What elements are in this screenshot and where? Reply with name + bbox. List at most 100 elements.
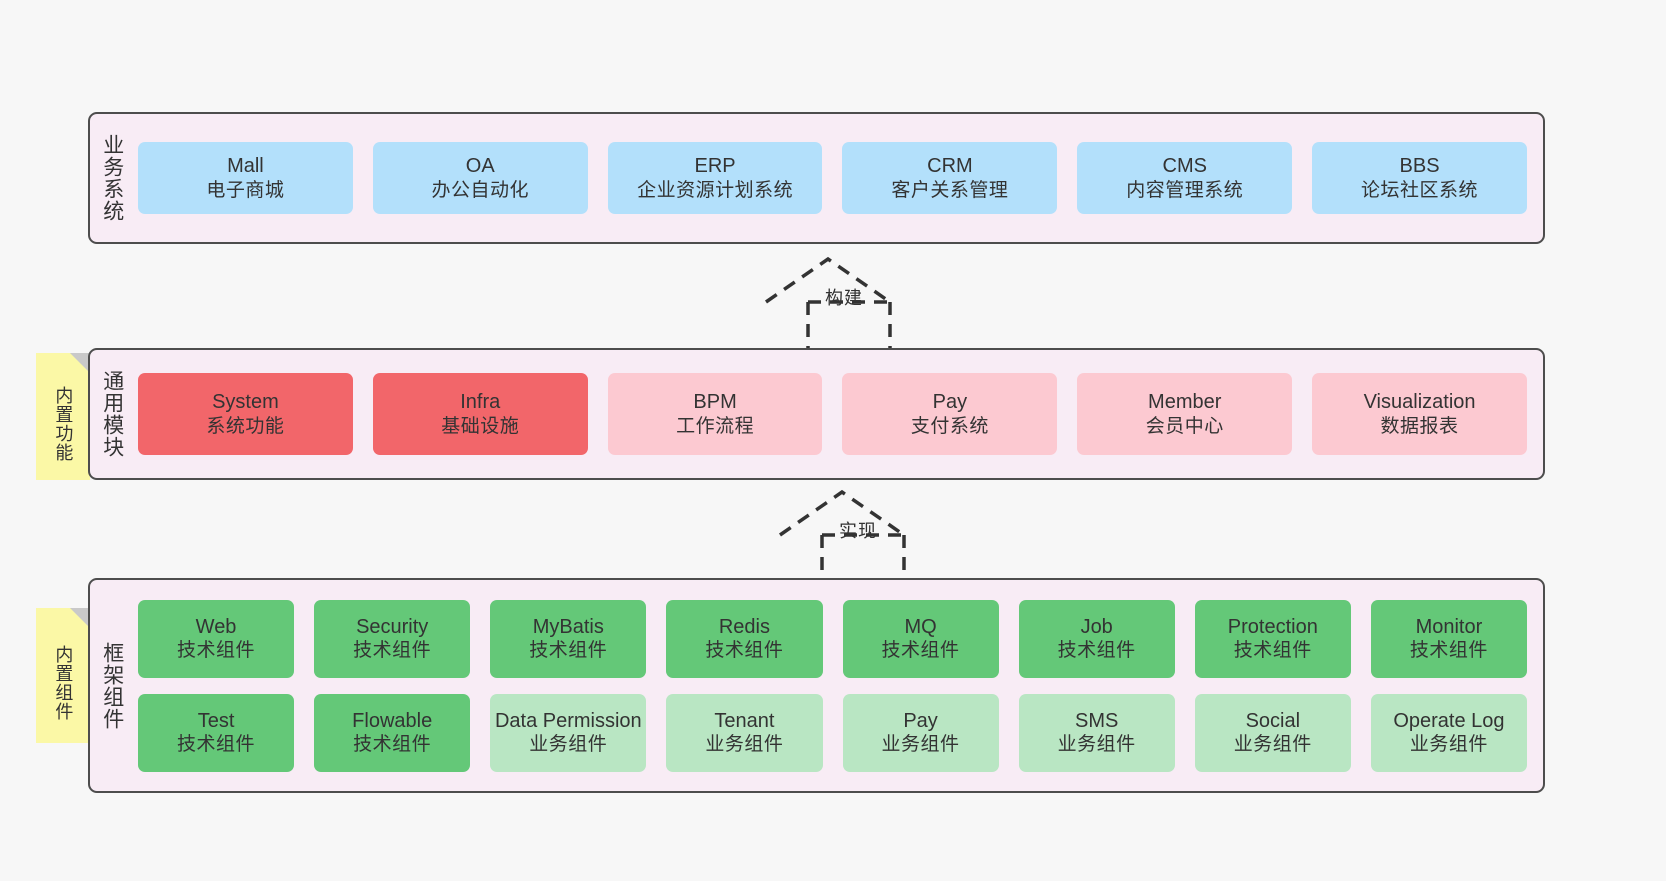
- card-monitor[interactable]: Monitor 技术组件: [1370, 599, 1527, 678]
- card-tenant[interactable]: Tenant 业务组件: [666, 693, 823, 772]
- card-bbs[interactable]: BBS 论坛社区系统: [1312, 142, 1527, 214]
- card-subtitle: 支付系统: [910, 415, 989, 437]
- card-title: MQ: [904, 615, 937, 638]
- card-sms[interactable]: SMS 业务组件: [1018, 693, 1175, 772]
- card-subtitle: 技术组件: [1233, 640, 1312, 662]
- connector-label: 实现: [839, 521, 877, 541]
- card-subtitle: 基础设施: [441, 415, 520, 437]
- card-flowable[interactable]: Flowable 技术组件: [314, 693, 471, 772]
- card-subtitle: 技术组件: [177, 640, 256, 662]
- card-subtitle: 办公自动化: [431, 179, 529, 201]
- card-social[interactable]: Social 业务组件: [1194, 693, 1351, 772]
- layer-label-common-modules: 通用模块: [100, 370, 124, 458]
- card-subtitle: 客户关系管理: [891, 179, 1009, 201]
- card-subtitle: 技术组件: [177, 734, 256, 756]
- card-title: Tenant: [714, 709, 775, 732]
- layer-body-business-systems: Mall 电子商城 OA 办公自动化 ERP 企业资源计划系统 CRM 客户关系…: [134, 114, 1543, 242]
- card-member[interactable]: Member 会员中心: [1077, 373, 1293, 455]
- card-title: Social: [1245, 709, 1301, 732]
- card-title: Pay: [903, 709, 938, 732]
- card-subtitle: 数据报表: [1380, 415, 1459, 437]
- card-subtitle: 技术组件: [529, 640, 608, 662]
- card-title: Redis: [718, 615, 770, 638]
- card-mq[interactable]: MQ 技术组件: [842, 599, 999, 678]
- layer-business-systems[interactable]: 业务系统 Mall 电子商城 OA 办公自动化 ERP 企业资源计划系统 CRM…: [88, 112, 1545, 244]
- card-subtitle: 业务组件: [1057, 734, 1136, 756]
- card-title: Monitor: [1415, 615, 1483, 638]
- card-erp[interactable]: ERP 企业资源计划系统: [607, 142, 823, 214]
- card-pay-business[interactable]: Pay 业务组件: [842, 693, 999, 772]
- card-subtitle: 内容管理系统: [1126, 179, 1244, 201]
- card-visualization[interactable]: Visualization 数据报表: [1312, 373, 1527, 455]
- card-subtitle: 技术组件: [881, 640, 960, 662]
- card-oa[interactable]: OA 办公自动化: [372, 142, 588, 214]
- card-subtitle: 业务组件: [705, 734, 784, 756]
- card-job[interactable]: Job 技术组件: [1018, 599, 1175, 678]
- sticky-note-label: 内置功能: [53, 385, 74, 462]
- card-subtitle: 业务组件: [881, 734, 960, 756]
- card-pay[interactable]: Pay 支付系统: [842, 373, 1058, 455]
- card-title: Pay: [932, 391, 968, 414]
- card-subtitle: 工作流程: [676, 415, 755, 437]
- sticky-note-builtin-components: 内置组件: [36, 608, 90, 743]
- card-row: System 系统功能 Infra 基础设施 BPM 工作流程 Pay 支付系统…: [138, 373, 1527, 455]
- connector-build: 构建: [744, 250, 944, 360]
- card-subtitle: 业务组件: [1409, 734, 1488, 756]
- layer-label-business-systems: 业务系统: [100, 134, 124, 222]
- card-row: Test 技术组件 Flowable 技术组件 Data Permission …: [138, 693, 1527, 772]
- layer-label-framework-components: 框架组件: [100, 641, 124, 730]
- card-redis[interactable]: Redis 技术组件: [666, 599, 823, 678]
- sticky-note-builtin-features: 内置功能: [36, 353, 90, 480]
- card-title: Operate Log: [1393, 709, 1505, 732]
- card-subtitle: 业务组件: [1233, 734, 1312, 756]
- card-subtitle: 技术组件: [1057, 640, 1136, 662]
- card-title: Visualization: [1363, 391, 1476, 414]
- card-title: Test: [197, 709, 235, 732]
- card-mybatis[interactable]: MyBatis 技术组件: [490, 599, 647, 678]
- card-test[interactable]: Test 技术组件: [138, 693, 295, 772]
- card-title: Web: [195, 615, 237, 638]
- layer-body-framework-components: Web 技术组件 Security 技术组件 MyBatis 技术组件 Redi…: [134, 580, 1543, 791]
- card-subtitle: 技术组件: [1409, 640, 1488, 662]
- card-title: Protection: [1227, 615, 1318, 638]
- card-subtitle: 技术组件: [353, 640, 432, 662]
- card-title: Mall: [227, 155, 264, 178]
- card-title: BBS: [1399, 155, 1440, 178]
- card-title: SMS: [1075, 709, 1119, 732]
- card-title: Job: [1080, 615, 1113, 638]
- connector-realize: 实现: [758, 483, 958, 593]
- card-subtitle: 论坛社区系统: [1361, 179, 1479, 201]
- card-title: System: [212, 391, 279, 414]
- layer-framework-components[interactable]: 框架组件 Web 技术组件 Security 技术组件 MyBatis 技术组件…: [88, 578, 1545, 793]
- sticky-note-label: 内置组件: [53, 644, 74, 721]
- card-crm[interactable]: CRM 客户关系管理: [842, 142, 1058, 214]
- card-cms[interactable]: CMS 内容管理系统: [1077, 142, 1293, 214]
- card-subtitle: 业务组件: [529, 734, 608, 756]
- card-subtitle: 电子商城: [206, 179, 285, 201]
- card-operate-log[interactable]: Operate Log 业务组件: [1370, 693, 1527, 772]
- card-title: CMS: [1162, 155, 1207, 178]
- card-subtitle: 企业资源计划系统: [637, 179, 794, 201]
- card-title: Data Permission: [494, 709, 642, 732]
- card-title: Flowable: [352, 709, 433, 732]
- card-security[interactable]: Security 技术组件: [314, 599, 471, 678]
- card-title: Member: [1148, 391, 1222, 414]
- card-infra[interactable]: Infra 基础设施: [372, 373, 588, 455]
- card-subtitle: 系统功能: [206, 415, 285, 437]
- card-title: OA: [465, 155, 495, 178]
- card-bpm[interactable]: BPM 工作流程: [607, 373, 823, 455]
- card-data-permission[interactable]: Data Permission 业务组件: [490, 693, 647, 772]
- card-system[interactable]: System 系统功能: [138, 373, 353, 455]
- connector-label: 构建: [825, 288, 863, 308]
- card-row: Web 技术组件 Security 技术组件 MyBatis 技术组件 Redi…: [138, 599, 1527, 678]
- card-subtitle: 技术组件: [705, 640, 784, 662]
- card-web[interactable]: Web 技术组件: [138, 599, 295, 678]
- layer-common-modules[interactable]: 通用模块 System 系统功能 Infra 基础设施 BPM 工作流程 Pay…: [88, 348, 1545, 480]
- card-mall[interactable]: Mall 电子商城: [138, 142, 353, 214]
- card-title: ERP: [694, 155, 736, 178]
- card-subtitle: 技术组件: [353, 734, 432, 756]
- card-title: BPM: [693, 391, 737, 414]
- card-protection[interactable]: Protection 技术组件: [1194, 599, 1351, 678]
- layer-body-common-modules: System 系统功能 Infra 基础设施 BPM 工作流程 Pay 支付系统…: [134, 350, 1543, 478]
- card-row: Mall 电子商城 OA 办公自动化 ERP 企业资源计划系统 CRM 客户关系…: [138, 142, 1527, 214]
